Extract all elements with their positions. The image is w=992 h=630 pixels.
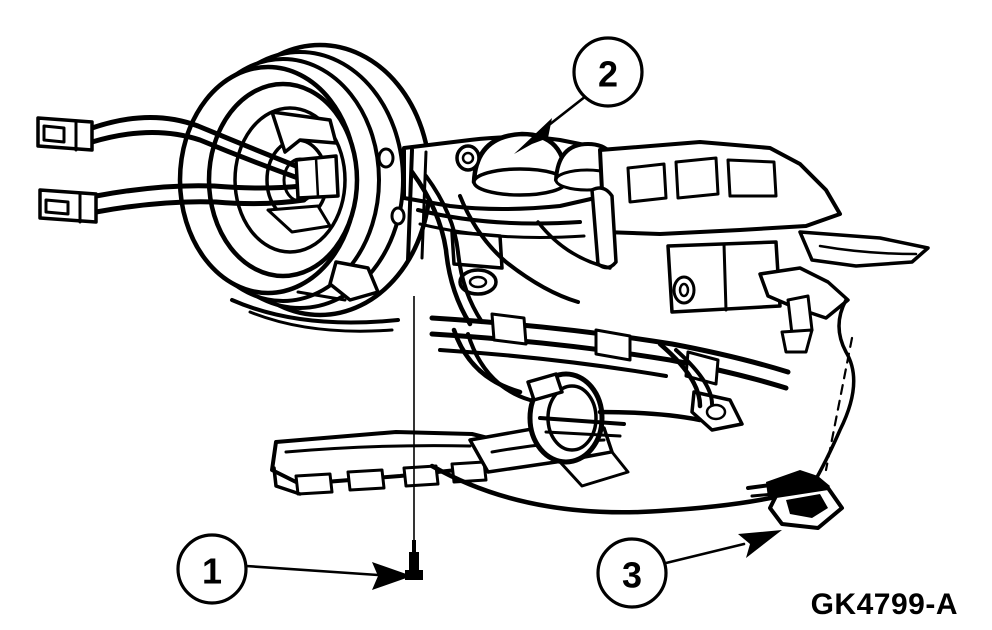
engine-transmission-casing [429,140,930,432]
brake-tube-assembly [36,114,340,224]
callout-1-arrowhead [372,562,412,590]
callout-1[interactable]: 1 [176,533,412,605]
callout-2-label: 2 [598,54,618,95]
callout-3-label: 3 [622,555,642,596]
callout-3-arrowhead [738,530,782,558]
callout-2-arrowhead [514,118,552,154]
vacuum-booster-assembly [177,42,433,333]
pressure-switch-assembly [746,470,844,530]
callout-1-circle[interactable] [176,533,248,605]
retaining-bolt [405,296,423,580]
dashed-reference-leader [824,336,854,472]
callout-2-circle[interactable] [572,36,644,108]
hose-clamp-ring [451,327,703,465]
callout-3-leader [664,542,746,565]
callout-3-circle[interactable] [596,537,668,609]
callout-1-label: 1 [202,551,222,592]
vacuum-hose-run [409,169,612,327]
callout-2[interactable]: 2 [514,36,644,154]
figure-caption: GK4799-A [810,588,958,621]
master-cylinder-assembly [402,131,620,296]
wiring-harness [429,298,856,515]
callout-1-leader [244,564,380,577]
callout-3[interactable]: 3 [596,530,782,609]
